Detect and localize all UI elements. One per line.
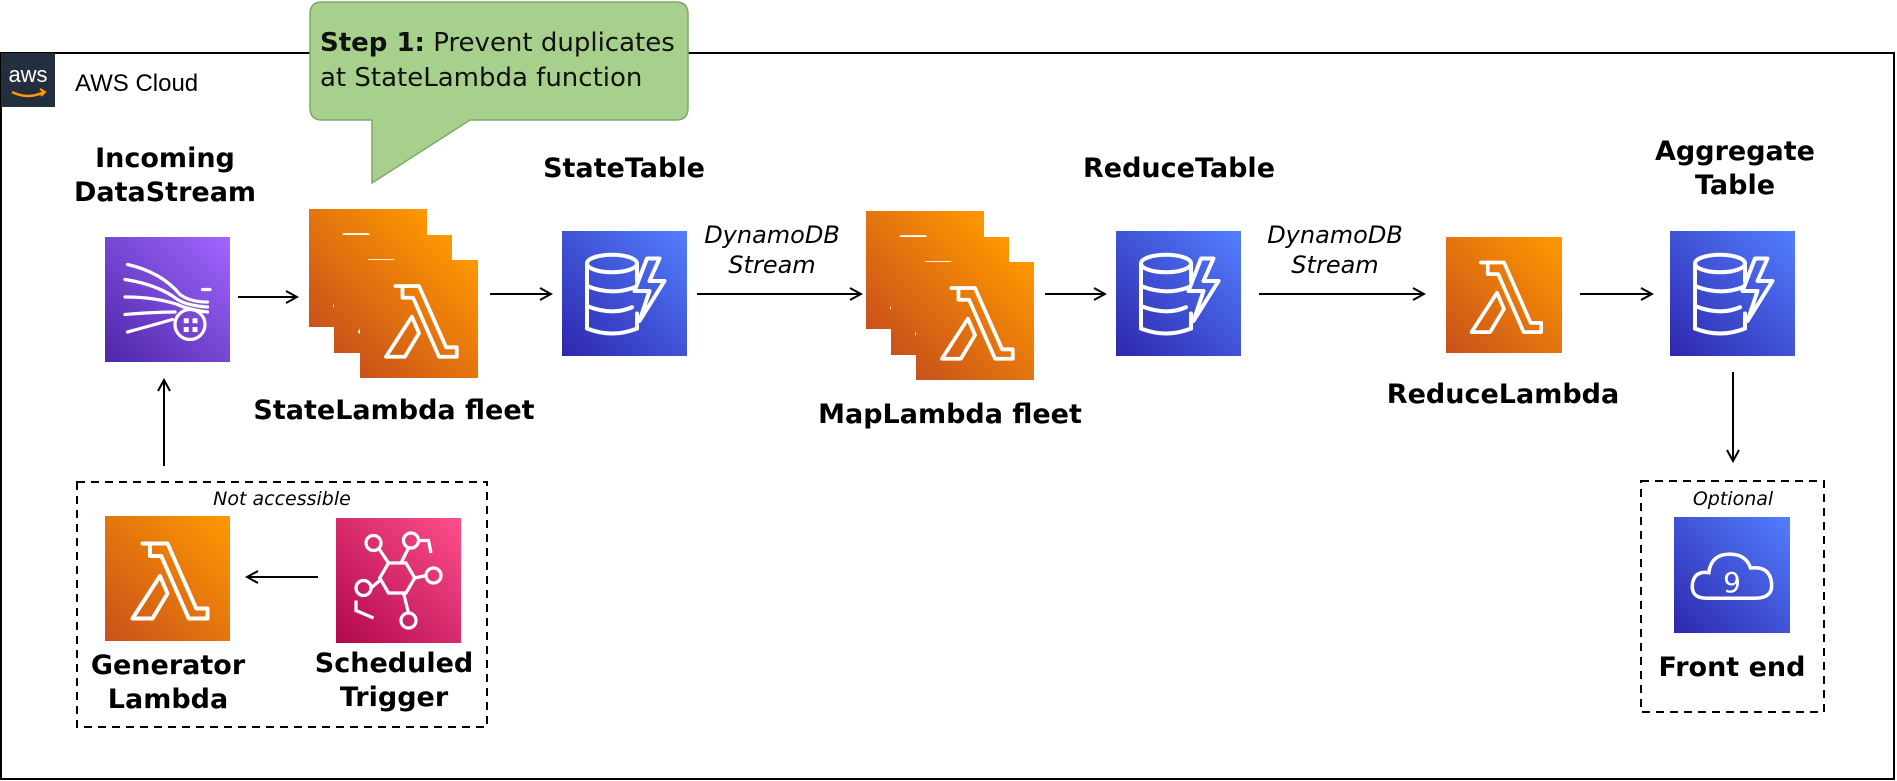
- cloud9-digit: 9: [1723, 566, 1741, 599]
- aws-cloud-group: [0, 52, 1895, 780]
- aws-logo-text: aws: [8, 62, 48, 87]
- label-optional: Optional: [1692, 488, 1774, 510]
- aws-logo-icon: [1, 53, 55, 107]
- kinesis-icon: [105, 237, 230, 362]
- flow-arrows: [164, 294, 1733, 577]
- label-incoming-datastream: Incoming DataStream: [73, 143, 257, 208]
- label-scheduled-trigger: Scheduled Trigger: [314, 648, 474, 713]
- aws-cloud-title: AWS Cloud: [75, 70, 199, 97]
- label-reducelambda: ReduceLambda: [1386, 379, 1620, 410]
- label-dynamodb-stream-1: DynamoDB Stream: [704, 221, 840, 279]
- label-maplambda-fleet: MapLambda fleet: [818, 399, 1082, 430]
- label-front-end: Front end: [1658, 652, 1806, 683]
- step-callout: [309, 1, 689, 185]
- dynamodb-icon: [1668, 229, 1797, 358]
- lambda-icon: [103, 514, 232, 643]
- label-dynamodb-stream-2: DynamoDB Stream: [1267, 221, 1403, 279]
- lambda-icon: [914, 260, 1036, 382]
- label-not-accessible: Not accessible: [213, 488, 351, 510]
- cloud9-icon: [1674, 517, 1790, 633]
- label-statetable: StateTable: [543, 153, 705, 184]
- maplambda-fleet-icon: [864, 209, 1036, 382]
- lambda-icon: [1444, 235, 1564, 355]
- label-generator-lambda: Generator Lambda: [90, 650, 246, 715]
- label-reducetable: ReduceTable: [1082, 153, 1276, 184]
- callout-step: Step 1:: [320, 28, 425, 58]
- not-accessible-group: [76, 481, 488, 728]
- lambda-icon: [358, 258, 480, 380]
- callout-text: Step 1: Prevent duplicates at StateLambd…: [320, 26, 680, 96]
- dynamodb-icon: [1114, 229, 1243, 358]
- optional-group: [1640, 480, 1825, 713]
- eventbridge-icon: [336, 518, 461, 643]
- label-statelambda-fleet: StateLambda fleet: [253, 395, 535, 426]
- label-aggregate-table: Aggregate Table: [1655, 136, 1815, 201]
- callout-body: Prevent duplicates at StateLambda functi…: [320, 28, 675, 93]
- statelambda-fleet-icon: [307, 207, 480, 380]
- dynamodb-icon: [560, 229, 689, 358]
